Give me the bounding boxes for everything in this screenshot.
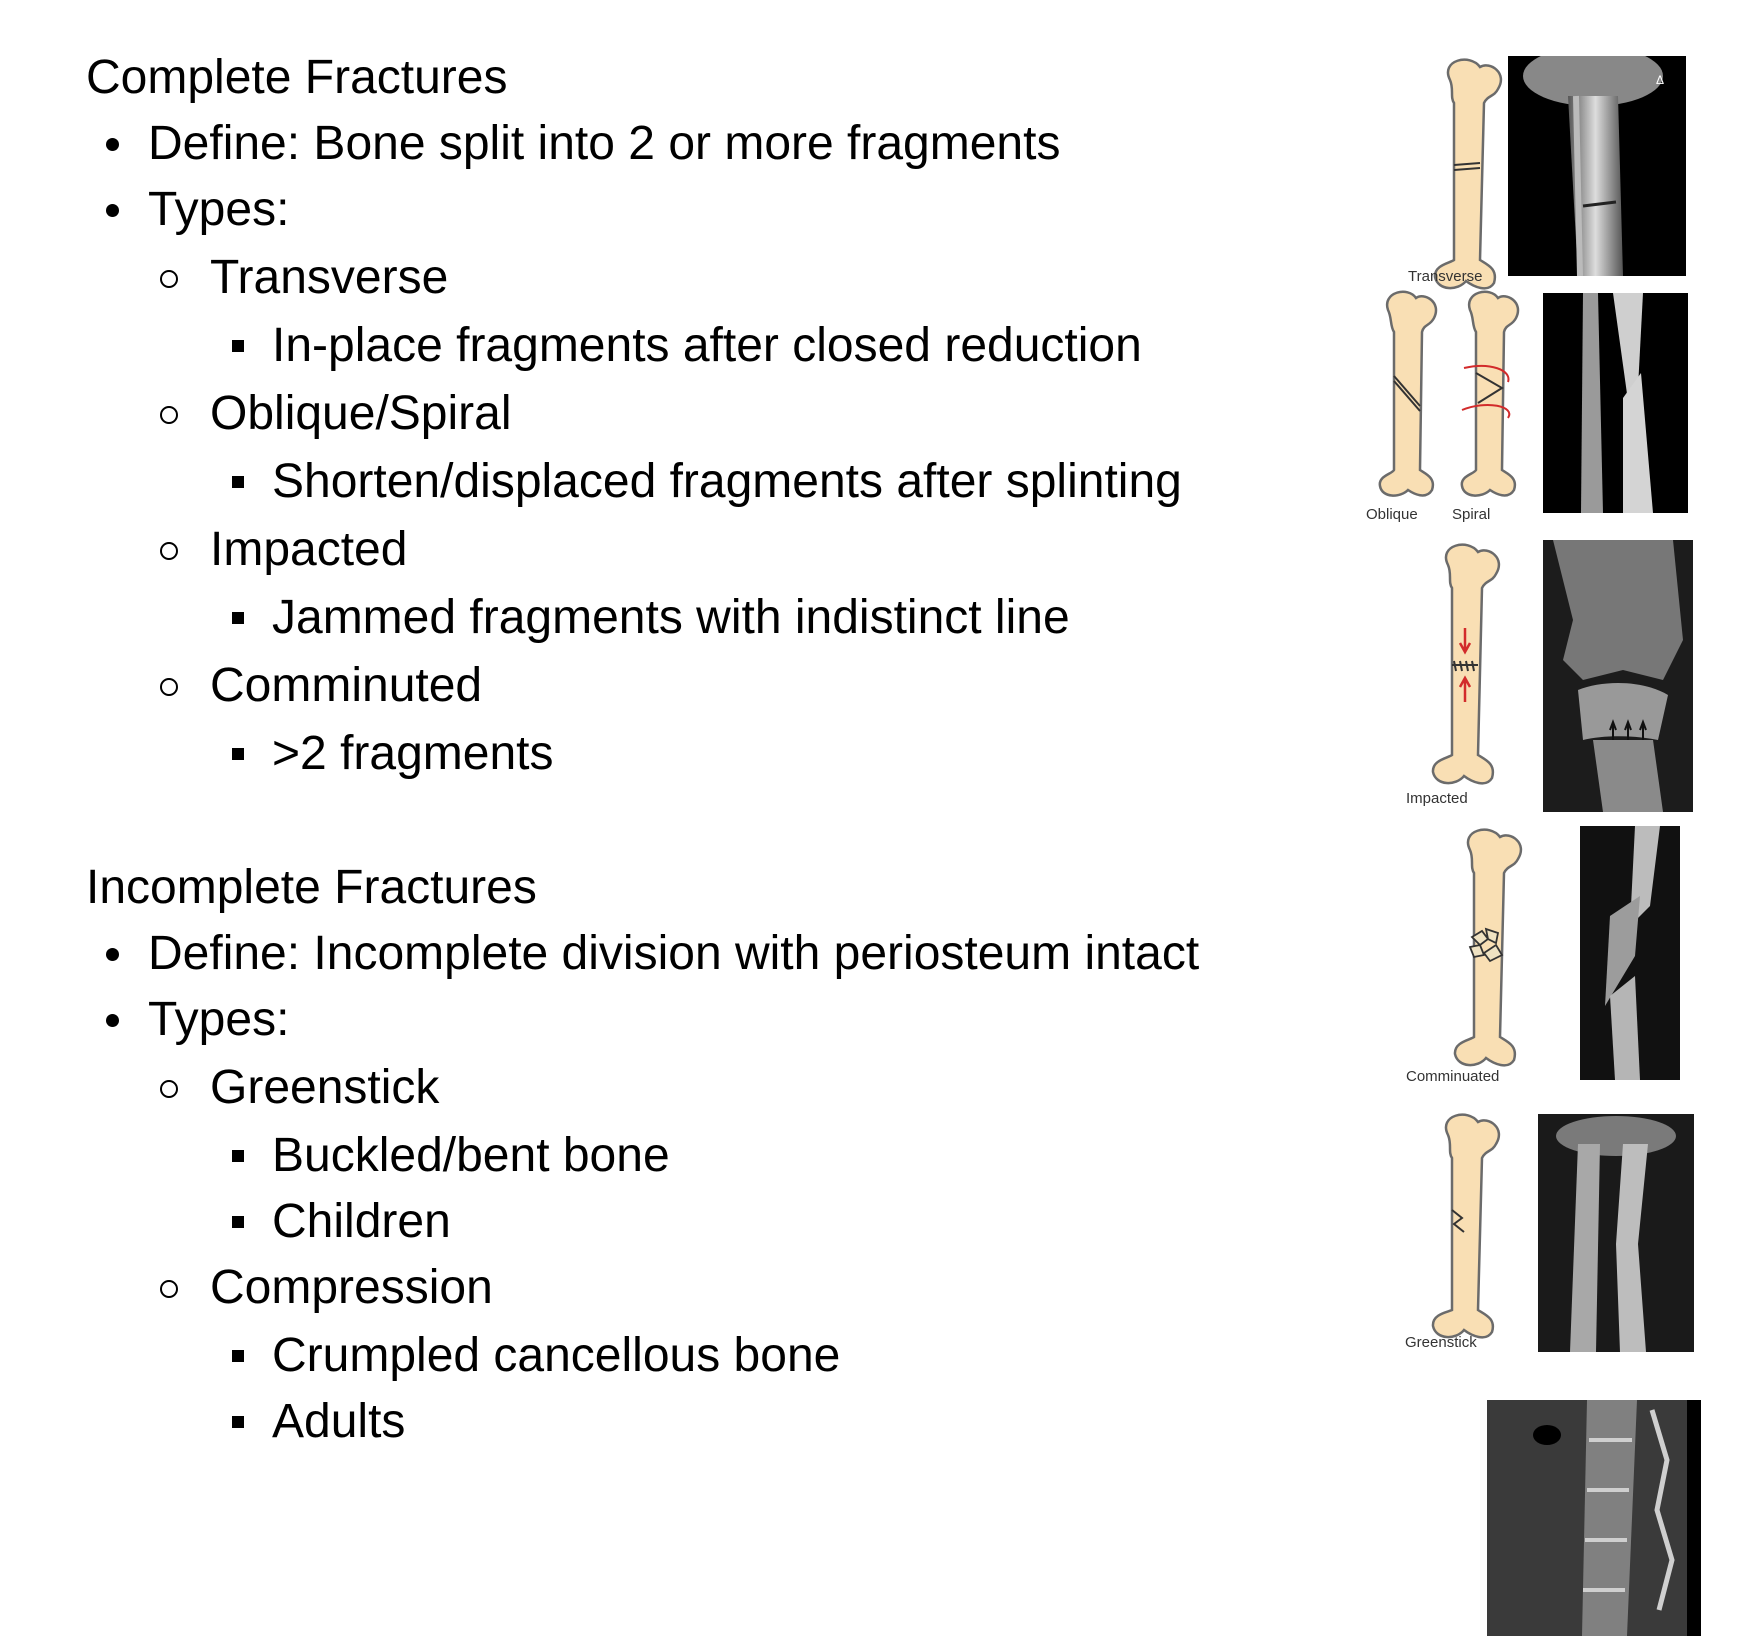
caption-transverse: Transverse bbox=[1408, 268, 1483, 285]
square-bullet-icon bbox=[230, 1128, 272, 1184]
type-detail: Adults bbox=[272, 1395, 406, 1448]
type-detail: >2 fragments bbox=[272, 727, 554, 780]
comminuted-bone-diagram bbox=[1453, 828, 1523, 1067]
type-detail: Crumpled cancellous bone bbox=[272, 1329, 841, 1382]
xray-art bbox=[1581, 293, 1653, 513]
svg-text:Δ: Δ bbox=[1656, 73, 1664, 87]
bullet-icon bbox=[104, 992, 148, 1048]
type-name: Oblique/Spiral bbox=[210, 387, 512, 440]
type-name: Compression bbox=[210, 1261, 493, 1314]
type-detail: Shorten/displaced fragments after splint… bbox=[272, 455, 1182, 508]
type-name: Impacted bbox=[210, 523, 408, 576]
complete-define-item: Define: Bone split into 2 or more fragme… bbox=[104, 116, 1060, 172]
detail-comminuted: >2 fragments bbox=[230, 726, 553, 782]
transverse-bone-diagram bbox=[1433, 58, 1503, 290]
type-detail: In-place fragments after closed reductio… bbox=[272, 319, 1142, 372]
complete-fractures-heading: Complete Fractures bbox=[86, 51, 508, 104]
type-detail: Jammed fragments with indistinct line bbox=[272, 591, 1070, 644]
impacted-bone-diagram bbox=[1431, 543, 1501, 785]
hollow-bullet-icon bbox=[158, 522, 210, 578]
type-oblique-spiral: Oblique/Spiral bbox=[158, 386, 512, 442]
greenstick-bone-diagram bbox=[1431, 1113, 1501, 1339]
type-greenstick: Greenstick bbox=[158, 1060, 439, 1116]
hollow-bullet-icon bbox=[158, 1260, 210, 1316]
complete-types-label: Types: bbox=[148, 183, 290, 236]
caption-impacted: Impacted bbox=[1406, 790, 1468, 807]
square-bullet-icon bbox=[230, 454, 272, 510]
square-bullet-icon bbox=[230, 1194, 272, 1250]
type-name: Comminuted bbox=[210, 659, 483, 712]
bullet-icon bbox=[104, 926, 148, 982]
type-compression: Compression bbox=[158, 1260, 493, 1316]
caption-oblique: Oblique bbox=[1366, 506, 1418, 523]
hollow-bullet-icon bbox=[158, 658, 210, 714]
xray-art bbox=[1538, 1114, 1694, 1352]
spiral-bone-diagram bbox=[1460, 290, 1520, 497]
incomplete-define-text: Define: Incomplete division with periost… bbox=[148, 927, 1200, 980]
incomplete-types-label: Types: bbox=[148, 993, 290, 1046]
caption-greenstick: Greenstick bbox=[1405, 1334, 1477, 1351]
detail-transverse: In-place fragments after closed reductio… bbox=[230, 318, 1142, 374]
type-name: Transverse bbox=[210, 251, 449, 304]
xray-art bbox=[1487, 1400, 1701, 1636]
oblique-xray-image bbox=[1543, 293, 1688, 513]
type-name: Greenstick bbox=[210, 1061, 440, 1114]
complete-define-text: Define: Bone split into 2 or more fragme… bbox=[148, 117, 1061, 170]
greenstick-xray-image bbox=[1538, 1114, 1694, 1352]
hollow-bullet-icon bbox=[158, 1060, 210, 1116]
caption-comminuated: Comminuated bbox=[1406, 1068, 1500, 1085]
type-detail: Buckled/bent bone bbox=[272, 1129, 670, 1182]
type-comminuted: Comminuted bbox=[158, 658, 482, 714]
detail-compression-2: Adults bbox=[230, 1394, 405, 1450]
detail-greenstick-2: Children bbox=[230, 1194, 451, 1250]
square-bullet-icon bbox=[230, 1328, 272, 1384]
hollow-bullet-icon bbox=[158, 386, 210, 442]
xray-art bbox=[1580, 826, 1680, 1080]
detail-compression-1: Crumpled cancellous bone bbox=[230, 1328, 840, 1384]
type-transverse: Transverse bbox=[158, 250, 448, 306]
comminuted-xray-image bbox=[1580, 826, 1680, 1080]
incomplete-define-item: Define: Incomplete division with periost… bbox=[104, 926, 1199, 982]
type-detail: Children bbox=[272, 1195, 451, 1248]
xray-art: Δ bbox=[1523, 56, 1664, 276]
detail-impacted: Jammed fragments with indistinct line bbox=[230, 590, 1070, 646]
detail-oblique-spiral: Shorten/displaced fragments after splint… bbox=[230, 454, 1182, 510]
oblique-bone-diagram bbox=[1378, 290, 1438, 497]
square-bullet-icon bbox=[230, 590, 272, 646]
hollow-bullet-icon bbox=[158, 250, 210, 306]
type-impacted: Impacted bbox=[158, 522, 407, 578]
square-bullet-icon bbox=[230, 318, 272, 374]
complete-types-item: Types: bbox=[104, 182, 289, 238]
square-bullet-icon bbox=[230, 1394, 272, 1450]
caption-spiral: Spiral bbox=[1452, 506, 1491, 523]
compression-ct-image bbox=[1487, 1400, 1701, 1636]
transverse-xray-image: Δ bbox=[1508, 56, 1686, 276]
incomplete-types-item: Types: bbox=[104, 992, 289, 1048]
impacted-xray-image bbox=[1543, 540, 1693, 812]
bullet-icon bbox=[104, 182, 148, 238]
square-bullet-icon bbox=[230, 726, 272, 782]
bullet-icon bbox=[104, 116, 148, 172]
incomplete-fractures-heading: Incomplete Fractures bbox=[86, 861, 537, 914]
detail-greenstick-1: Buckled/bent bone bbox=[230, 1128, 670, 1184]
xray-art bbox=[1553, 540, 1683, 812]
